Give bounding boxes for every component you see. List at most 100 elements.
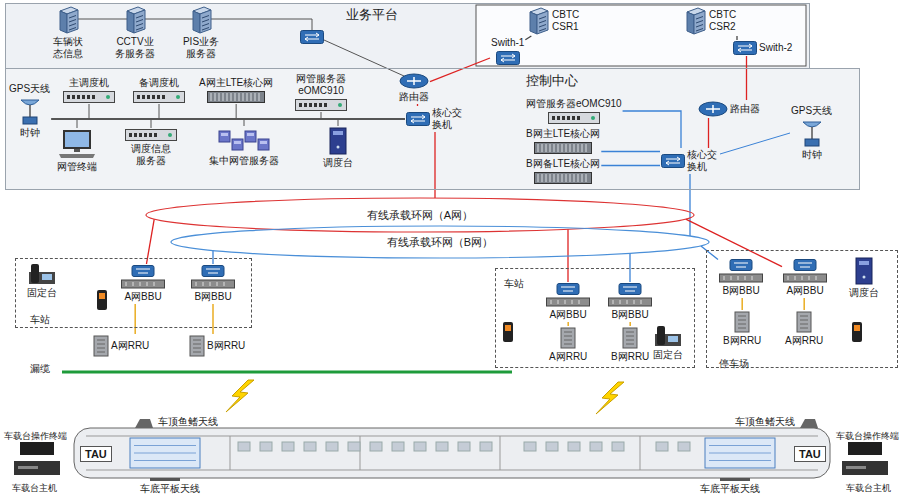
- art-path: [206, 269, 220, 273]
- bus-drop: [77, 119, 78, 128]
- switch-icon: [406, 112, 430, 126]
- art-line: [627, 300, 628, 304]
- art-line: [243, 93, 244, 101]
- art-line: [203, 282, 204, 286]
- train-window: [282, 442, 294, 451]
- art-rect: [319, 103, 322, 107]
- rru-icon: [189, 335, 205, 357]
- art-line: [586, 174, 587, 182]
- art-line: [259, 93, 260, 101]
- art-circle: [106, 95, 110, 99]
- art-rect: [572, 116, 575, 120]
- part-label: 车载台操作终端: [836, 430, 899, 442]
- station-panel: 车站固定台A网BBUB网BBU: [15, 258, 252, 328]
- art-line: [554, 144, 555, 152]
- handheld-screen: [99, 293, 105, 299]
- train-window: [260, 442, 272, 451]
- art-line: [147, 282, 148, 286]
- tau-box: TAU: [80, 446, 112, 462]
- device-stripe: [709, 453, 771, 454]
- art-polygon: [537, 11, 548, 34]
- art-rect: [234, 141, 241, 144]
- art-line: [546, 144, 547, 152]
- switch-icon: [661, 154, 685, 168]
- art-line: [558, 174, 559, 182]
- depot-panel: 停车场B网BBUA网BBU调度台B网RRUA网RRU: [706, 250, 898, 368]
- art-line: [546, 174, 547, 182]
- art-rect: [258, 139, 269, 150]
- art-polygon: [127, 11, 134, 33]
- connector-line: [804, 298, 805, 310]
- art-rect: [122, 280, 165, 288]
- train-window: [414, 442, 426, 451]
- connector-line: [430, 58, 490, 82]
- art-line: [251, 93, 252, 101]
- label-anchor: 车载台操作终端: [4, 430, 67, 442]
- art-line: [816, 276, 817, 280]
- train-window: [568, 442, 580, 451]
- train-window: [326, 442, 338, 451]
- art-line: [133, 282, 134, 286]
- node-label: 停车场: [719, 357, 749, 370]
- art-rect: [557, 284, 579, 295]
- server-node: CCTV业务服务器: [112, 5, 158, 61]
- art-line: [69, 24, 76, 27]
- art-rect: [149, 133, 152, 137]
- node-label: 调度信息服务器: [129, 143, 173, 167]
- art-line: [223, 93, 224, 101]
- label-anchor: 漏缆: [30, 362, 50, 375]
- node-label: B网RRU: [207, 340, 245, 352]
- art-line: [696, 17, 703, 20]
- device-stripe: [134, 445, 196, 446]
- art-line: [136, 20, 143, 23]
- connector-line: [742, 298, 743, 310]
- art-line: [202, 24, 209, 27]
- art-rect: [260, 141, 267, 144]
- node-label: Swith-1: [491, 37, 524, 49]
- art-rect: [552, 116, 555, 120]
- connector-line: [434, 132, 435, 198]
- art-rect: [407, 113, 430, 126]
- router-icon: [698, 101, 728, 117]
- art-rect: [662, 155, 685, 168]
- art-rect: [92, 95, 95, 99]
- art-path: [738, 44, 752, 52]
- bbu-node: A网BBU: [782, 258, 828, 298]
- server-icon: [683, 7, 707, 35]
- art-line: [752, 276, 753, 280]
- handheld-body: [503, 322, 513, 342]
- gps-clock-node: GPS天线时钟: [8, 82, 51, 140]
- art-line: [550, 174, 551, 182]
- gps-clock-node: GPS天线时钟: [790, 104, 833, 162]
- art-rect: [142, 95, 145, 99]
- art-rect: [730, 260, 752, 271]
- train-body: [74, 428, 830, 478]
- art-rect: [72, 95, 75, 99]
- node-label: 固定台: [653, 349, 683, 361]
- art-rect: [535, 173, 592, 184]
- part-label: 车载台操作终端: [4, 430, 67, 442]
- bus-drop: [321, 112, 322, 119]
- bbu-icon: [719, 259, 763, 283]
- art-rect: [94, 336, 108, 356]
- art-path: [666, 157, 680, 165]
- radio-bolt: [596, 382, 624, 414]
- art-rect: [31, 264, 39, 283]
- car-divider: [360, 436, 361, 470]
- art-line: [564, 332, 572, 333]
- art-line: [140, 282, 141, 286]
- label-anchor: 车载台主机: [846, 482, 891, 494]
- art-line: [586, 144, 587, 152]
- art-line: [738, 320, 746, 321]
- train-window: [436, 442, 448, 451]
- console-node: 调度台: [322, 126, 354, 170]
- server-cluster-node: 集中网管服务器: [208, 126, 280, 168]
- device-stripe: [134, 453, 196, 454]
- art-line: [193, 348, 201, 349]
- node-label: B网BBU: [611, 309, 648, 321]
- art-line: [745, 276, 746, 280]
- handheld-body: [97, 290, 107, 310]
- node-label: 固定台: [27, 287, 57, 299]
- tau-device: [130, 438, 200, 468]
